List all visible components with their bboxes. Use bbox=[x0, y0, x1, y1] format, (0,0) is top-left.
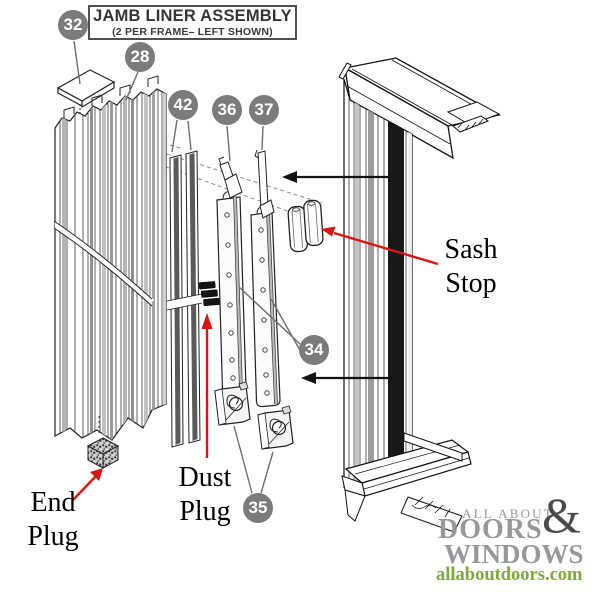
black-arrow-left-upper bbox=[282, 171, 390, 183]
logo-line-windows: WINDOWS bbox=[444, 539, 584, 569]
red-arrow-dust-plug bbox=[201, 313, 213, 458]
part-badge-37: 37 bbox=[249, 95, 279, 125]
part-badge-28: 28 bbox=[125, 42, 155, 72]
weatherstrip-pair-drawing bbox=[166, 150, 203, 448]
part-badge-32-number: 32 bbox=[63, 15, 83, 34]
part-badge-32: 32 bbox=[58, 10, 88, 40]
logo-website-url: allaboutdoors.com bbox=[436, 565, 583, 585]
sash-stop-drawing bbox=[287, 199, 324, 253]
takeout-clip-36-drawing bbox=[218, 156, 243, 199]
part-badge-36-number: 36 bbox=[217, 100, 237, 119]
takeout-rail-right-drawing bbox=[250, 205, 281, 408]
diagram-subtitle: (2 PER FRAME– LEFT SHOWN) bbox=[112, 25, 273, 38]
cap-plate-drawing bbox=[56, 69, 116, 115]
title-box: JAMB LINER ASSEMBLY (2 PER FRAME– LEFT S… bbox=[88, 5, 297, 40]
takeout-rail-left-drawing bbox=[216, 190, 247, 396]
sash-stop-label: Sash Stop bbox=[444, 234, 498, 299]
end-plug-drawing bbox=[86, 437, 120, 469]
balance-shoe-right-drawing bbox=[257, 405, 294, 450]
all-about-doors-logo: ALL ABOUT & DOORS WINDOWS allaboutdoors.… bbox=[436, 490, 586, 587]
red-arrow-sash-stop bbox=[321, 226, 439, 266]
takeout-clip-37-drawing bbox=[254, 149, 275, 219]
dust-plug-drawing bbox=[198, 281, 221, 307]
end-plug-label: End Plug bbox=[27, 487, 79, 552]
part-badge-35: 35 bbox=[243, 493, 273, 523]
black-arrow-left-lower bbox=[301, 372, 392, 384]
diagram-title: JAMB LINER ASSEMBLY bbox=[93, 7, 292, 25]
balance-shoe-left-drawing bbox=[214, 381, 251, 426]
dust-plug-label: Dust Plug bbox=[178, 462, 232, 527]
assembled-jamb-liner-drawing bbox=[338, 57, 501, 533]
red-arrow-end-plug bbox=[71, 468, 103, 502]
part-badge-37-number: 37 bbox=[254, 100, 274, 119]
logo-line-all-about: ALL ABOUT bbox=[462, 506, 554, 521]
part-badge-34-number: 34 bbox=[304, 340, 324, 359]
logo-ampersand: & bbox=[542, 487, 581, 543]
part-badge-42-number: 42 bbox=[173, 95, 193, 114]
part-badge-36: 36 bbox=[212, 95, 242, 125]
part-badge-34: 34 bbox=[299, 335, 329, 365]
part-badge-28-number: 28 bbox=[130, 47, 150, 66]
part-badge-42: 42 bbox=[168, 90, 198, 120]
part-badge-35-number: 35 bbox=[248, 498, 268, 517]
jamb-liner-extrusion-drawing bbox=[53, 75, 167, 441]
logo-line-doors: DOORS bbox=[438, 514, 543, 545]
badge-leader-lines bbox=[73, 40, 302, 494]
